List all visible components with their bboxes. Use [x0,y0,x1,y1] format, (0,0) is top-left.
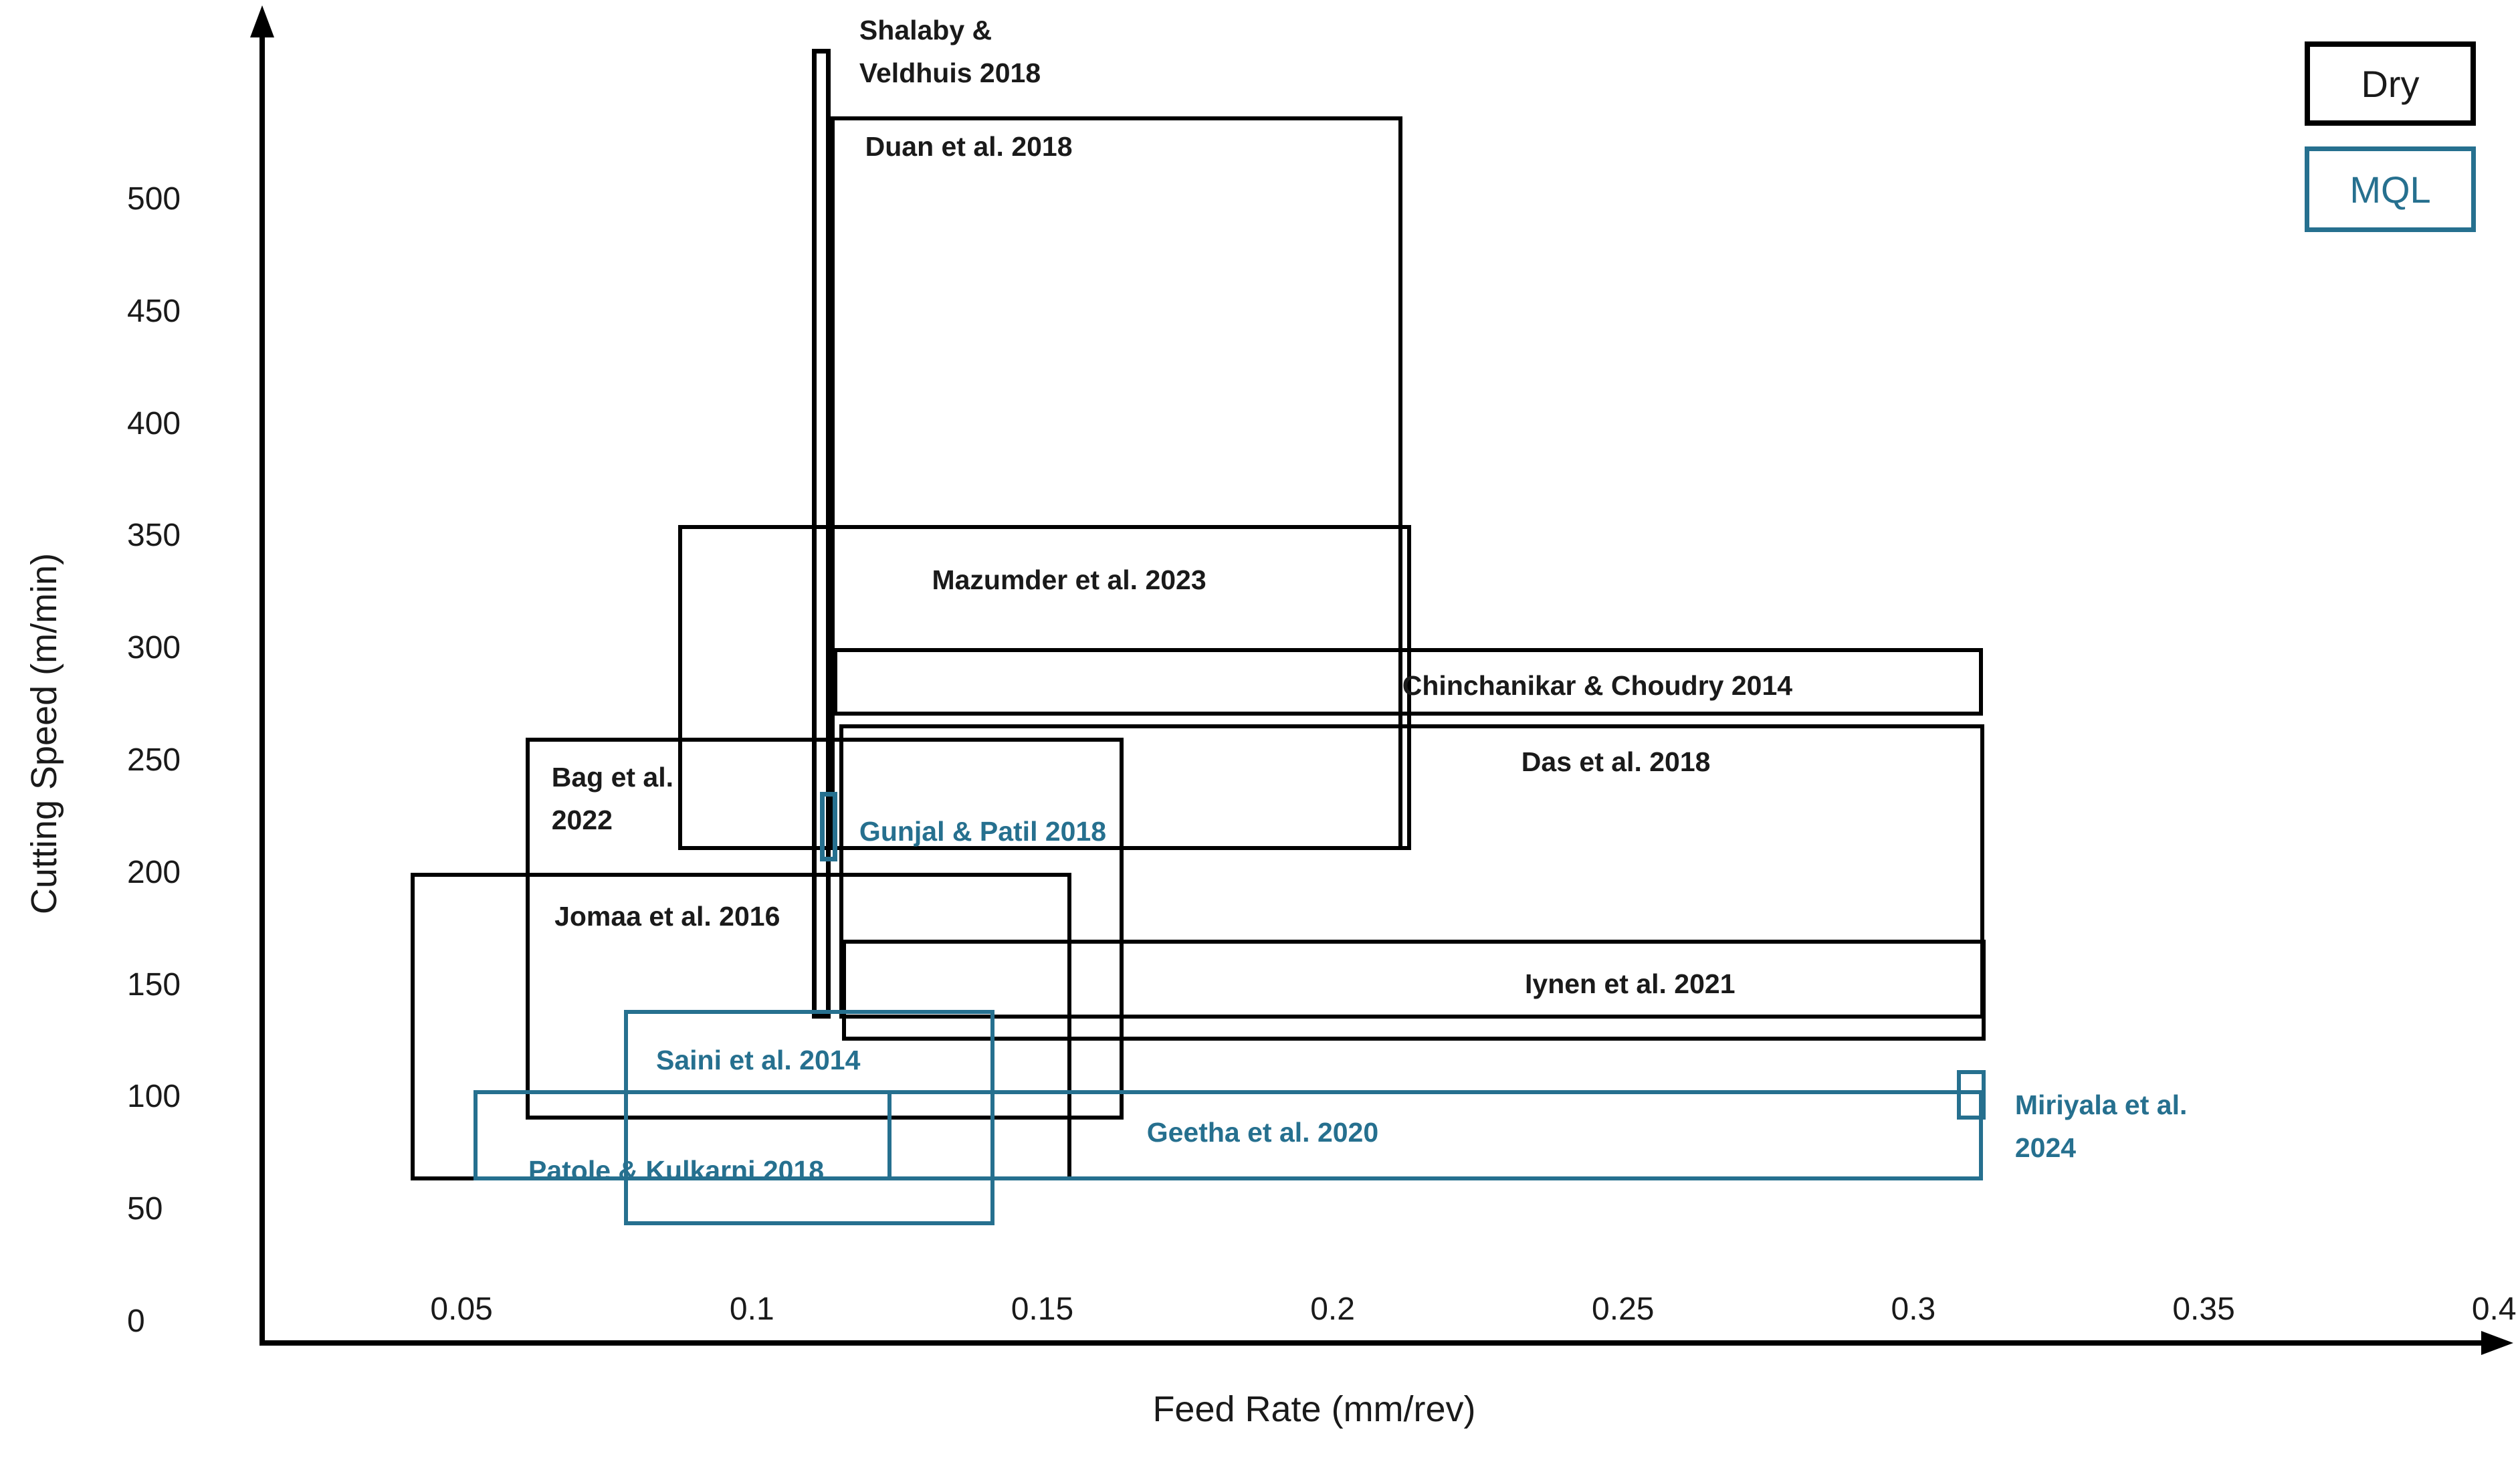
y-tick-label-50: 50 [127,1191,163,1227]
x-tick-label-0.2: 0.2 [1310,1291,1355,1327]
study-rect-gunjal-patil-2018 [819,791,837,861]
y-tick-label-400: 400 [127,405,181,441]
study-rect-mazumder-et-al-2023 [678,524,1411,851]
study-rect-das-et-al-2018 [839,724,1984,1019]
study-rect-geetha-et-al-2020 [473,1090,1984,1180]
y-tick-label-450: 450 [127,293,181,329]
x-tick-label-0.4: 0.4 [2471,1291,2517,1327]
study-label-line: Geetha et al. 2020 [1146,1116,1379,1148]
y-axis-line [259,28,265,1346]
study-rect-shalaby-veldhuis-2018 [811,49,831,1019]
y-tick-label-500: 500 [127,181,181,217]
legend-item-dry: Dry [2305,41,2476,126]
x-tick-label-0.15: 0.15 [1011,1291,1074,1327]
legend-mql-label: MQL [2349,168,2431,211]
x-tick-label-0.05: 0.05 [430,1291,493,1327]
study-label-das-et-al-2018: Das et al. 2018 [1521,740,1711,783]
y-tick-label-350: 350 [127,518,181,554]
study-label-line: Bag et al. [551,762,674,793]
y-tick-label-300: 300 [127,630,181,666]
study-rect-miriyala-et-al-2024 [1957,1070,1986,1120]
study-label-jomaa-et-al-2016: Jomaa et al. 2016 [554,895,780,938]
study-label-line: Shalaby & [859,14,992,45]
study-label-line: 2024 [2014,1132,2077,1164]
study-label-geetha-et-al-2020: Geetha et al. 2020 [1147,1111,1378,1154]
study-label-bag-et-al-2022: Bag et al. 2022 [552,756,673,841]
study-label-line: Chinchanikar & Choudry 2014 [1402,669,1793,701]
study-label-gunjal-patil-2018: Gunjal & Patil 2018 [859,810,1106,853]
y-tick-label-0: 0 [127,1304,145,1339]
x-tick-label-0.25: 0.25 [1592,1291,1655,1327]
study-label-duan-et-al-2018: Duan et al. 2018 [865,125,1073,168]
study-label-chinchanikar-choudry-2014: Chinchanikar & Choudry 2014 [1402,664,1792,707]
x-tick-label-0.1: 0.1 [729,1291,774,1327]
x-axis-title: Feed Rate (mm/rev) [1152,1389,1476,1429]
study-label-line: Iynen et al. 2021 [1525,968,1736,1000]
study-label-line: Gunjal & Patil 2018 [859,815,1107,847]
study-rect-iynen-et-al-2021 [841,940,1986,1041]
legend-item-mql: MQL [2305,146,2476,232]
study-label-line: Mazumder et al. 2023 [932,564,1206,595]
x-tick-label-0.3: 0.3 [1891,1291,1936,1327]
legend-dry-label: Dry [2361,62,2420,105]
y-axis-arrowhead [250,5,274,37]
study-label-line: 2022 [551,805,613,836]
study-label-line: Jomaa et al. 2016 [554,901,780,932]
x-tick-label-0.35: 0.35 [2172,1291,2235,1327]
study-label-mazumder-et-al-2023: Mazumder et al. 2023 [932,558,1206,601]
study-label-miriyala-et-al-2024: Miriyala et al. 2024 [2015,1083,2188,1169]
y-tick-label-150: 150 [127,966,181,1003]
y-tick-label-250: 250 [127,742,181,778]
study-label-line: Patole & Kulkarni 2018 [528,1154,825,1186]
study-label-iynen-et-al-2021: Iynen et al. 2021 [1525,962,1736,1005]
y-tick-label-100: 100 [127,1079,181,1115]
study-label-saini-et-al-2014: Saini et al. 2014 [656,1039,860,1081]
study-label-shalaby-veldhuis-2018: Shalaby & Veldhuis 2018 [859,9,1041,94]
y-axis-title: Cutting Speed (m/min) [24,552,64,915]
study-rect-bag-et-al-2022 [525,738,1124,1120]
study-rect-chinchanikar-choudry-2014 [833,648,1984,716]
study-label-line: Das et al. 2018 [1521,746,1711,777]
study-label-line: Duan et al. 2018 [865,131,1073,163]
study-label-line: Miriyala et al. [2014,1089,2188,1121]
study-label-line: Veldhuis 2018 [859,57,1041,88]
x-axis-line [259,1340,2484,1346]
x-axis-arrowhead [2481,1331,2513,1355]
study-label-patole-kulkarni-2018: Patole & Kulkarni 2018 [528,1149,824,1192]
study-label-line: Saini et al. 2014 [656,1045,861,1076]
y-tick-label-200: 200 [127,854,181,890]
study-rect-saini-et-al-2014 [624,1009,995,1225]
